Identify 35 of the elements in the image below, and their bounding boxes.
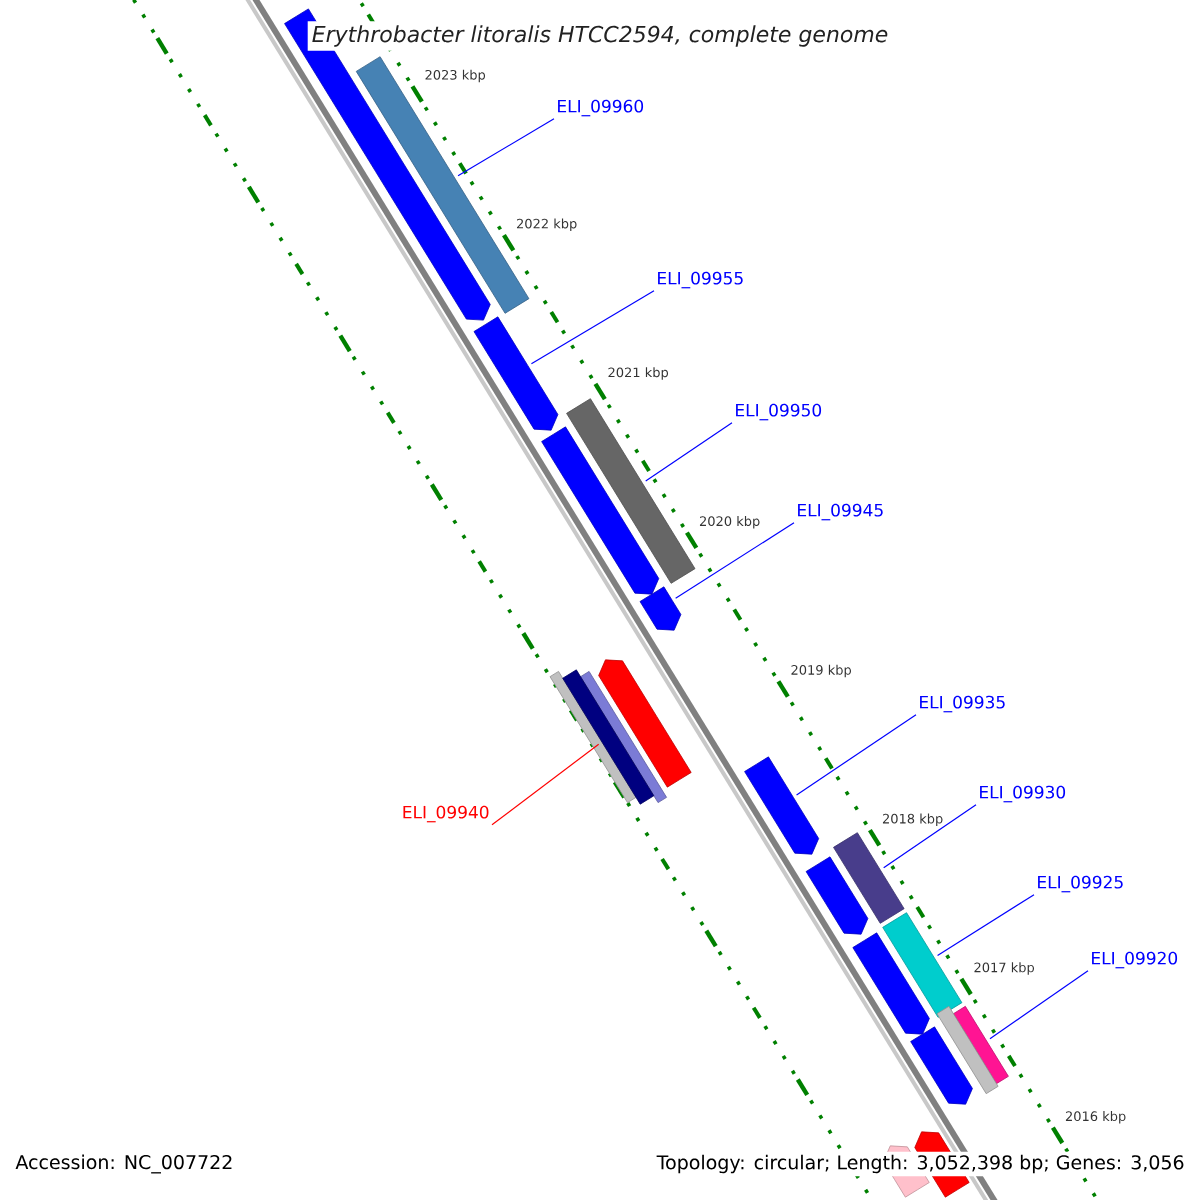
- gene-label: ELI_09945: [798, 503, 883, 521]
- gene-label: ELI_09960: [558, 99, 644, 117]
- gene-bar: [882, 912, 963, 1018]
- leader-line: [936, 894, 1035, 957]
- gene-bar: [936, 1005, 999, 1095]
- leader-line: [457, 118, 555, 177]
- gene-label: ELI_09940: [403, 805, 489, 823]
- gene-bar: [744, 756, 820, 855]
- genome-info-text: Topology: circular; Length: 3,052,398 bp; Genes: 3,056: [653, 1151, 1188, 1177]
- gene-bar: [852, 932, 930, 1035]
- gene-bar: [910, 1026, 973, 1105]
- leader-line: [883, 804, 977, 869]
- gene-bar: [639, 586, 682, 631]
- gene-bar: [805, 856, 869, 935]
- gene-label: ELI_09930: [980, 785, 1066, 803]
- gene-bar: [566, 398, 696, 584]
- gene-bar: [473, 316, 559, 431]
- accession-text: Accession: NC_007722: [12, 1151, 237, 1177]
- leader-line: [645, 422, 733, 482]
- gene-label: ELI_09950: [736, 403, 822, 421]
- gene-label: ELI_09920: [1092, 951, 1178, 969]
- gene-bar: [833, 832, 905, 924]
- gene-bar: [953, 1005, 1009, 1085]
- leader-line: [796, 714, 917, 796]
- leader-line: [491, 743, 600, 826]
- gene-bar: [541, 426, 660, 595]
- leader-line: [530, 290, 655, 365]
- gene-label: ELI_09955: [658, 271, 743, 289]
- leader-line: [675, 522, 795, 599]
- title: Erythrobacter litoralis HTCC2594, complete genome: [307, 21, 893, 51]
- gene-bar: [549, 669, 667, 805]
- gene-bar: [598, 659, 692, 788]
- leader-line: [989, 970, 1089, 1040]
- gene-label: ELI_09925: [1038, 875, 1123, 893]
- gene-label: ELI_09935: [920, 695, 1005, 713]
